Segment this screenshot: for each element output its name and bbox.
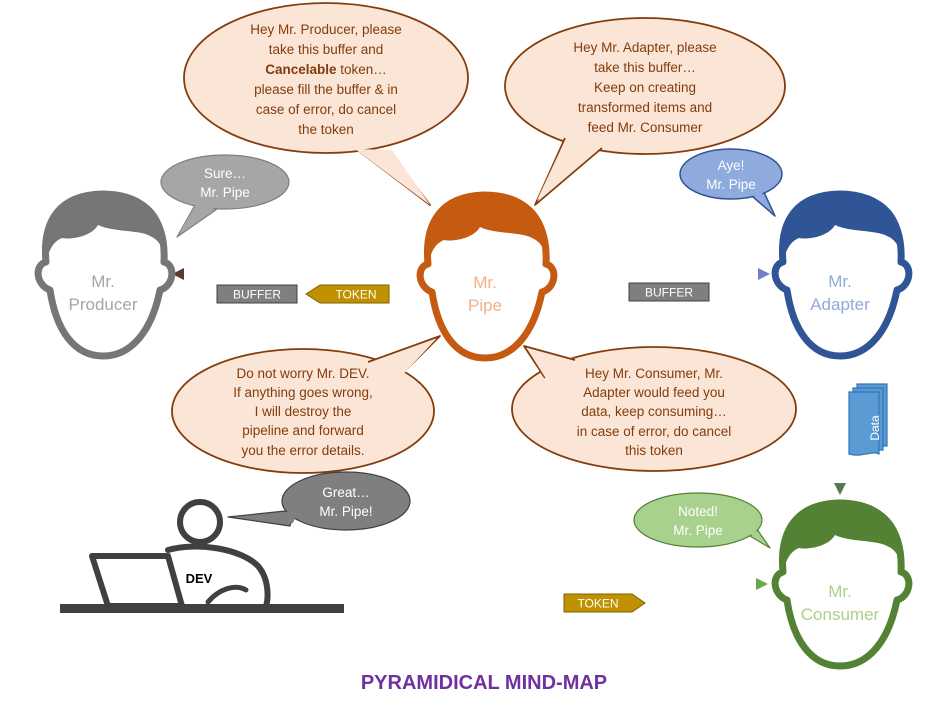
desk-icon [60, 604, 344, 613]
tag-label: TOKEN [335, 288, 376, 302]
adapter-label-line2: Adapter [810, 295, 870, 314]
bubble-pipe-to-consumer: Hey Mr. Consumer, Mr. Adapter would feed… [511, 345, 797, 472]
tag-buffer-right: BUFFER [628, 282, 710, 302]
adapter-label-line1: Mr. [828, 272, 852, 291]
bubble-text-line: data, keep consuming… [581, 404, 727, 419]
bubble-text-line: Mr. Pipe [673, 523, 723, 538]
consumer-label-line2: Consumer [801, 605, 880, 624]
dev-head-icon [177, 499, 223, 545]
bubble-text-line: please fill the buffer & in [254, 82, 398, 97]
bubble-text-line: transformed items and [578, 100, 712, 115]
bubble-text-line: take this buffer and [269, 42, 384, 57]
bubble-consumer-reply: Noted! Mr. Pipe [633, 492, 771, 549]
tag-token-left: TOKEN [305, 284, 390, 304]
bubble-text-line: Adapter would feed you [583, 385, 725, 400]
tag-label: BUFFER [645, 286, 693, 300]
producer-head-icon: Mr. Producer [34, 190, 176, 360]
data-stack-icon: Data [848, 383, 888, 456]
bubble-text-line: Sure… [204, 166, 246, 181]
tag-buffer-left: BUFFER [216, 284, 298, 304]
bubble-text-line: you the error details. [241, 443, 364, 458]
bubble-text-fragment: token… [337, 62, 387, 77]
adapter-arrowhead [758, 268, 770, 280]
bubble-text-line: Noted! [678, 504, 718, 519]
producer-label-line1: Mr. [91, 272, 115, 291]
tag-token-bottom: TOKEN [563, 593, 646, 613]
bubble-text-line: the token [298, 122, 354, 137]
bubble-adapter-reply: Aye! Mr. Pipe [679, 148, 783, 217]
bubble-text-line: Mr. Pipe [200, 185, 250, 200]
bubble-text-line: pipeline and forward [242, 423, 364, 438]
bubble-text-line: this token [625, 443, 683, 458]
bubble-text-line: Great… [322, 485, 369, 500]
dev-body-icon [165, 543, 271, 609]
data-label: Data [868, 415, 882, 441]
connectors [172, 268, 846, 590]
bubble-text-line: Mr. Pipe! [319, 504, 372, 519]
bubble-pipe-to-adapter: Hey Mr. Adapter, please take this buffer… [504, 17, 786, 206]
bubble-text-line: Cancelable token… [265, 62, 387, 77]
pipe-label-line1: Mr. [473, 273, 497, 292]
bubble-pipe-to-producer: Hey Mr. Producer, please take this buffe… [183, 2, 469, 206]
pipe-head-icon: Mr. Pipe [416, 191, 558, 362]
bubble-text-line: Do not worry Mr. DEV. [236, 366, 369, 381]
bubble-text-line: Keep on creating [594, 80, 696, 95]
tag-label: TOKEN [577, 597, 618, 611]
bubble-text-line: I will destroy the [255, 404, 352, 419]
dev-arm-icon [205, 584, 249, 605]
bubble-text-line: take this buffer… [594, 60, 696, 75]
bubble-text-line: in case of error, do cancel [577, 424, 732, 439]
diagram-title: PYRAMIDICAL MIND-MAP [361, 672, 607, 694]
pipe-label-line2: Pipe [468, 296, 502, 315]
bubble-text-line: case of error, do cancel [256, 102, 396, 117]
producer-label-line2: Producer [69, 295, 138, 314]
bubble-text-line: feed Mr. Consumer [588, 120, 703, 135]
dev-at-laptop-icon: DEV [60, 499, 344, 613]
bubble-text-line: Hey Mr. Adapter, please [573, 40, 716, 55]
laptop-screen-icon [89, 553, 185, 609]
consumer-top-arrowhead [834, 483, 846, 495]
consumer-label-line1: Mr. [828, 582, 852, 601]
dev-label: DEV [186, 571, 213, 586]
cancelable-keyword: Cancelable [265, 62, 337, 77]
producer-arrowhead [172, 268, 184, 280]
bubble-text-line: Hey Mr. Producer, please [250, 22, 402, 37]
bubble-producer-reply: Sure… Mr. Pipe [160, 154, 290, 238]
consumer-head-icon: Mr. Consumer [771, 499, 913, 670]
consumer-arrowhead [756, 578, 768, 590]
tag-label: BUFFER [233, 288, 281, 302]
bubble-pipe-to-dev: Do not worry Mr. DEV. If anything goes w… [171, 335, 441, 474]
bubble-text-line: Mr. Pipe [706, 177, 756, 192]
bubble-text-line: Aye! [718, 158, 745, 173]
bubble-text-line: If anything goes wrong, [233, 385, 373, 400]
bubble-text-line: Hey Mr. Consumer, Mr. [585, 366, 723, 381]
adapter-head-icon: Mr. Adapter [771, 190, 913, 360]
bubble-dev-reply: Great… Mr. Pipe! [227, 471, 411, 531]
